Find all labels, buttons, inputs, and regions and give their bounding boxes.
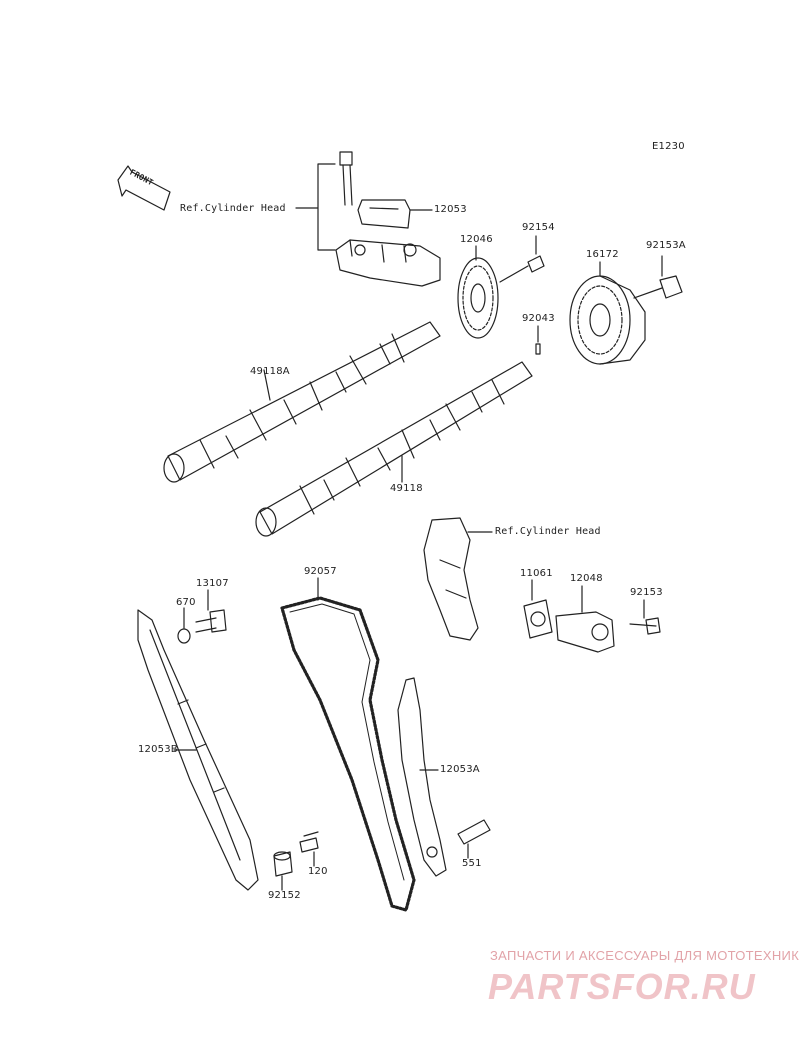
bolt-92153A	[633, 275, 683, 299]
collar-92152	[273, 851, 293, 877]
leader-49118A	[263, 369, 271, 401]
ref-cylinder-head-mid: Ref.Cylinder Head	[495, 526, 601, 537]
watermark-tagline: ЗАПЧАСТИ И АКСЕССУАРЫ ДЛЯ МОТОТЕХНИКИ	[490, 948, 800, 963]
bolt-92154	[499, 255, 545, 283]
part-label-92154: 92154	[522, 222, 555, 233]
diagram-code: E1230	[652, 141, 685, 152]
pin-92043	[535, 343, 541, 355]
camshaft-49118A	[163, 321, 441, 483]
part-label-92057: 92057	[304, 566, 337, 577]
ref-cylinder-head-top: Ref.Cylinder Head	[180, 203, 286, 214]
part-label-12046: 12046	[460, 234, 493, 245]
pin-551	[457, 819, 491, 845]
chain-guide-12053A	[397, 677, 447, 877]
part-label-12053B: 12053B	[138, 744, 178, 755]
cap-bolt	[339, 151, 353, 206]
part-label-13107: 13107	[196, 578, 229, 589]
part-label-551: 551	[462, 858, 482, 869]
camshaft-49118	[255, 361, 533, 537]
part-label-92153: 92153	[630, 587, 663, 598]
watermark-site: PARTSFOR.RU	[488, 966, 756, 1007]
front-arrow-icon	[117, 165, 171, 211]
bolt-120	[299, 831, 319, 853]
cylinder-head-ref	[423, 517, 479, 641]
bolt-13107	[195, 609, 227, 633]
part-label-49118: 49118	[390, 483, 423, 494]
chain-guide-upper-12053	[357, 199, 411, 229]
part-label-12053A: 12053A	[440, 764, 480, 775]
ref-bracket-top	[295, 163, 336, 251]
part-label-92152: 92152	[268, 890, 301, 901]
o-ring-670	[177, 628, 191, 644]
part-label-92043: 92043	[522, 313, 555, 324]
part-label-92153A: 92153A	[646, 240, 686, 251]
part-label-49118A: 49118A	[250, 366, 290, 377]
bolt-92153	[629, 617, 661, 635]
part-label-120: 120	[308, 866, 328, 877]
cam-phaser-16172	[569, 275, 646, 365]
part-label-12048: 12048	[570, 573, 603, 584]
part-label-12053: 12053	[434, 204, 467, 215]
gasket-11061	[523, 599, 553, 639]
chain-guide-12053B	[137, 609, 259, 891]
part-label-670: 670	[176, 597, 196, 608]
part-label-11061: 11061	[520, 568, 553, 579]
camshaft-cap	[335, 239, 441, 287]
cam-sprocket-12046	[457, 257, 499, 339]
part-label-16172: 16172	[586, 249, 619, 260]
tensioner-12048	[555, 611, 615, 653]
timing-chain-92057	[280, 596, 416, 912]
